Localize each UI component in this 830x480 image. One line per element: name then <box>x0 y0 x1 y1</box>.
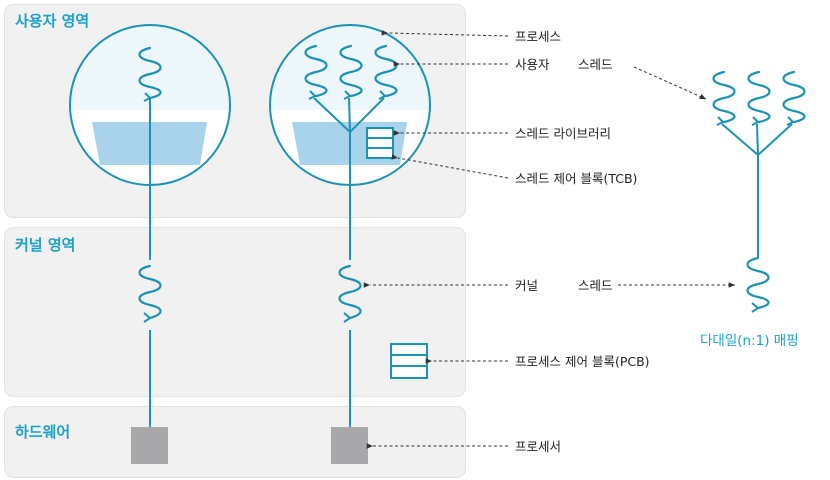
user-thread-2 <box>339 44 363 98</box>
label-thread-library: 스레드 라이브러리 <box>515 126 611 141</box>
mapping-user-thread-2 <box>747 70 771 124</box>
label-tcb: 스레드 제어 블록(TCB) <box>515 171 637 186</box>
hardware-title: 하드웨어 <box>15 423 70 441</box>
mapping-user-thread-1 <box>712 70 736 124</box>
pcb-block <box>390 343 428 379</box>
kernel-thread-right <box>338 264 362 320</box>
kernel-thread-left <box>138 264 162 320</box>
processor-left <box>131 427 168 464</box>
mapping-kernel-thread <box>746 256 770 310</box>
user-thread-left <box>138 46 162 100</box>
tcb-block <box>366 127 394 159</box>
kernel-space-title: 커널 영역 <box>15 236 75 254</box>
processor-right <box>331 427 368 464</box>
callout-leaders <box>363 30 735 449</box>
label-process: 프로세스 <box>515 29 561 44</box>
kernel-threads <box>136 260 364 330</box>
label-kernel-thread-thread: 스레드 <box>578 278 613 293</box>
hardware-panel <box>4 406 466 478</box>
mapping-caption: 다대일(n:1) 매핑 <box>700 333 799 349</box>
user-thread-3 <box>374 44 398 98</box>
thread-library-connectors <box>313 97 385 133</box>
label-kernel-thread-kernel: 커널 <box>515 278 538 293</box>
mapping-user-thread-3 <box>782 70 806 124</box>
user-thread-1 <box>304 44 328 98</box>
label-processor: 프로세서 <box>515 439 561 454</box>
mapping-illustration <box>712 70 806 313</box>
user-threads-right <box>304 44 398 100</box>
label-pcb: 프로세스 제어 블록(PCB) <box>515 354 650 369</box>
user-space-title: 사용자 영역 <box>15 12 89 30</box>
label-user-thread-user: 사용자 <box>515 57 550 72</box>
label-user-thread-thread: 스레드 <box>578 57 613 72</box>
